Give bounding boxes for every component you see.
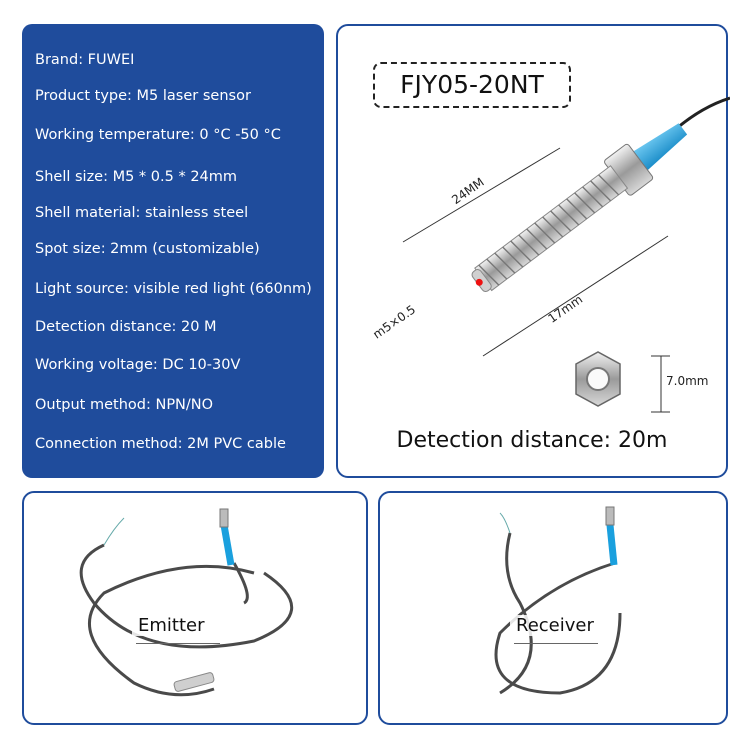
spec-detection-distance: Detection distance: 20 M [35,319,217,335]
spec-brand: Brand: FUWEI [35,52,135,68]
emitter-underline [136,643,220,644]
spec-panel: Brand: FUWEI Product type: M5 laser sens… [22,24,324,478]
dim-line-thread [482,235,669,357]
spec-spot-size: Spot size: 2mm (customizable) [35,241,260,257]
model-number: FJY05-20NT [373,62,571,108]
dim-nut-label: 7.0mm [666,374,709,388]
emitter-panel: Emitter [22,491,368,725]
spec-product-type: Product type: M5 laser sensor [35,88,251,104]
receiver-cable-illustration [494,506,622,695]
spec-connection-method: Connection method: 2M PVC cable [35,436,286,452]
receiver-label: Receiver [510,615,600,636]
spec-working-voltage: Working voltage: DC 10-30V [35,357,241,373]
spec-light-source: Light source: visible red light (660nm) [35,281,312,297]
dim-line-length [402,147,561,243]
product-panel: FJY05-20NT 24MM 17mm m5×0.5 7.0mm Detect… [336,24,730,478]
emitter-cable-illustration [79,508,293,697]
laser-spot-icon [475,278,483,286]
spec-shell-material: Shell material: stainless steel [35,205,249,221]
spec-shell-size: Shell size: M5 * 0.5 * 24mm [35,169,238,185]
receiver-underline [514,643,598,644]
spec-working-temperature: Working temperature: 0 °C -50 °C [35,127,281,143]
hex-nut-icon [575,351,621,407]
sensor-diagram [402,96,730,413]
receiver-panel: Receiver [378,491,728,725]
detection-distance-caption: Detection distance: 20m [396,428,668,453]
emitter-label: Emitter [132,615,211,636]
spec-output-method: Output method: NPN/NO [35,397,214,413]
sensor-body [471,123,688,293]
